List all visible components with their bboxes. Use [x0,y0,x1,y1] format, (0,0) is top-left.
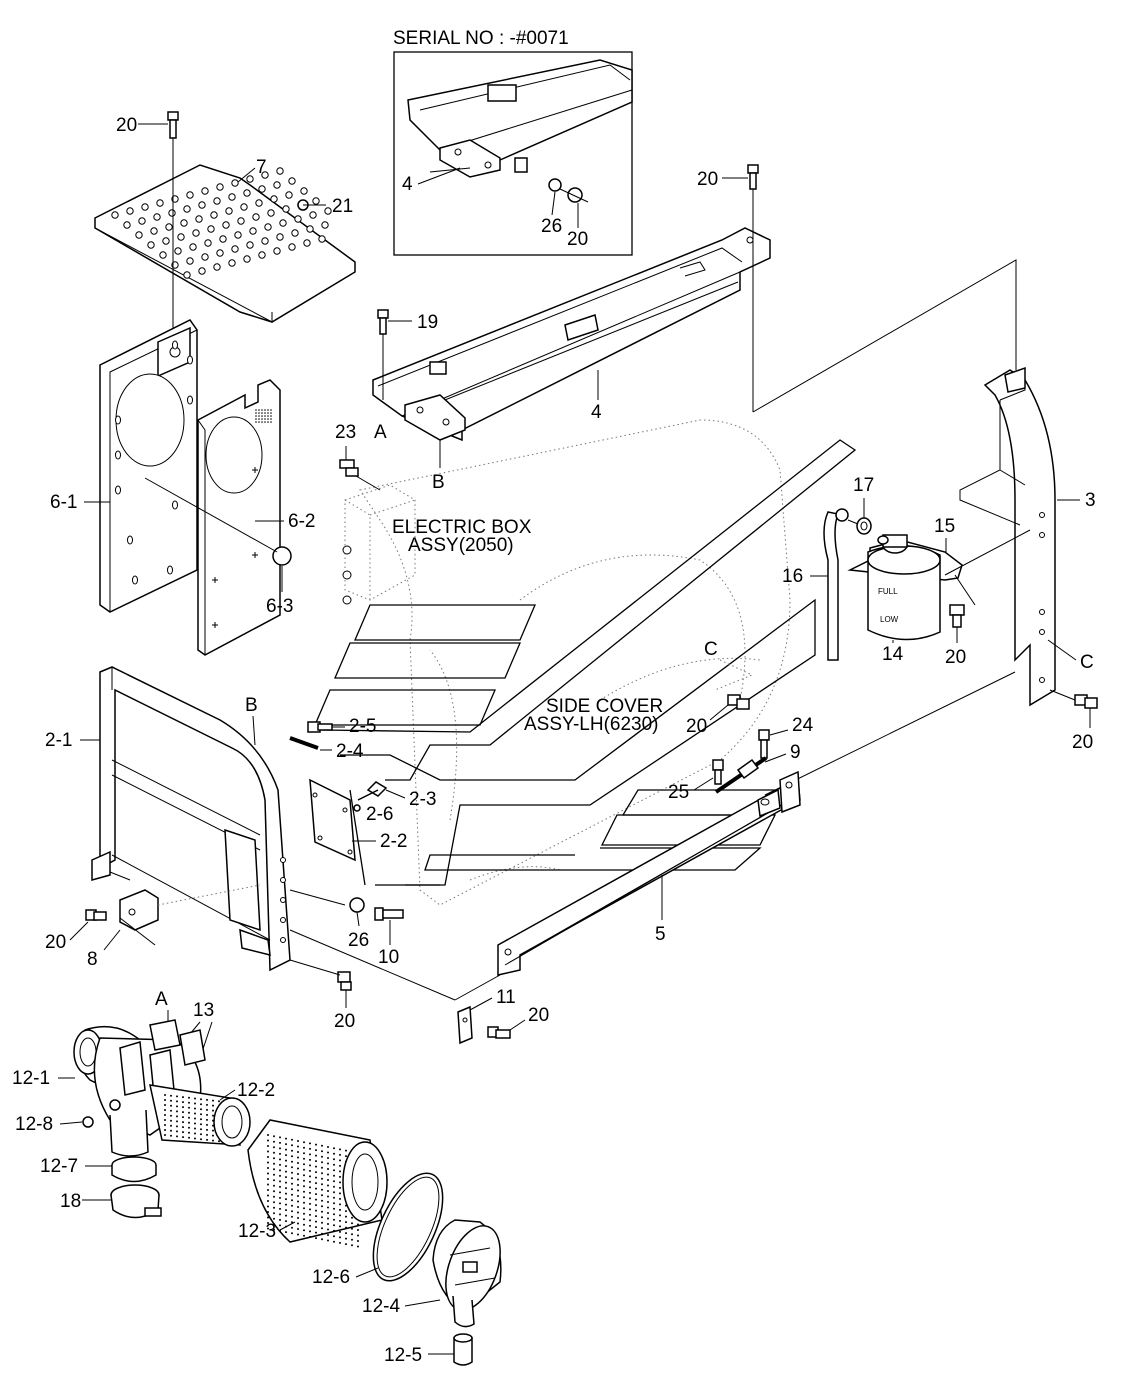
callout-26: 26 [348,930,369,951]
callout-12-6: 12-6 [312,1267,350,1288]
callout-2-4: 2-4 [336,741,364,762]
callout-8: 8 [87,949,98,970]
callout-3: 3 [1085,490,1096,511]
air-cleaner: A 13 12-1 12-8 12-2 12-3 [12,989,502,1366]
callout-13: 13 [193,1000,214,1021]
callout-9: 9 [790,742,801,763]
callout-11: 11 [496,987,516,1008]
electric-box-line2: ASSY(2050) [408,535,514,556]
callout-12-8: 12-8 [15,1114,53,1135]
electric-box: ELECTRIC BOX ASSY(2050) 23 [335,422,532,605]
callout-4: 4 [591,402,602,423]
callout-15: 15 [934,516,955,537]
callout-6-2: 6-2 [288,511,315,532]
callout-2-5: 2-5 [349,716,376,737]
callout-20-rail: 20 [697,169,718,190]
bolt-20-center: C 20 [686,639,754,737]
callout-2-2: 2-2 [380,831,407,852]
callout-12-4: 12-4 [362,1296,400,1317]
callout-16: 16 [782,566,803,587]
callout-7: 7 [256,157,267,178]
rail-4: 4 19 A B 20 [372,164,1017,493]
bar-5: 5 24 9 25 [497,715,814,976]
side-cover-outline [359,419,791,906]
callout-6-1: 6-1 [50,492,77,513]
side-cover-label: SIDE COVER ASSY-LH(6230) [524,696,663,735]
callout-20-inset: 20 [567,229,588,250]
callout-B-upper: B [432,472,445,493]
callout-20-tank: 20 [945,647,966,668]
callout-C-right: C [1080,652,1094,673]
callout-17: 17 [853,475,874,496]
callout-18: 18 [60,1191,81,1212]
reservoir-tank: FULL LOW 14 15 20 16 17 [782,475,1031,668]
callout-5: 5 [655,924,666,945]
callout-20-clip: 20 [528,1005,549,1026]
callout-24: 24 [792,715,814,736]
cover-2-2: 2-2 2-4 2-5 2-3 2-6 [289,716,436,862]
callout-12-2: 12-2 [237,1080,275,1101]
perforated-plate-7: 7 21 20 [94,111,356,360]
side-cover-line2: ASSY-LH(6230) [524,714,658,735]
callout-2-6: 2-6 [366,804,393,825]
bracket-plates-6: 6-1 6-2 6-3 [50,319,315,656]
clip-11: 11 20 [289,929,549,1045]
callout-12-3: 12-3 [238,1221,276,1242]
callout-4-inset: 4 [402,174,413,195]
callout-23: 23 [335,422,356,443]
electric-box-line1: ELECTRIC BOX [392,517,532,538]
callout-B-frame: B [245,695,258,716]
callout-20-frame3: 20 [1072,732,1093,753]
callout-25: 25 [668,782,689,803]
callout-12-1: 12-1 [12,1068,50,1089]
frame-3: 3 C 20 [764,366,1098,796]
callout-20-bracket: 20 [45,932,66,953]
frame-2-1: 2-1 B [45,666,291,972]
tank-full-mark: FULL [878,587,898,596]
callout-2-1: 2-1 [45,730,72,751]
callout-12-7: 12-7 [40,1156,78,1177]
serial-inset: SERIAL NO : -#0071 4 26 20 [393,28,633,256]
bracket-8: 8 20 26 10 20 [45,884,404,1032]
callout-20-top: 20 [116,115,137,136]
callout-21: 21 [332,196,353,217]
callout-10: 10 [378,947,399,968]
callout-6-3: 6-3 [266,596,293,617]
callout-2-3: 2-3 [409,789,436,810]
callout-14: 14 [882,644,904,665]
callout-19: 19 [417,312,438,333]
serial-title: SERIAL NO : -#0071 [393,28,569,49]
callout-A-filter: A [155,989,168,1010]
callout-26-inset: 26 [541,216,562,237]
callout-12-5: 12-5 [384,1345,422,1366]
callout-20-center: 20 [686,716,707,737]
side-cover-line1: SIDE COVER [546,696,663,717]
callout-20-lower: 20 [334,1011,355,1032]
tank-low-mark: LOW [880,615,899,624]
callout-A-upper: A [374,422,387,443]
callout-C-center: C [704,639,718,660]
direction-arrows [314,439,857,886]
